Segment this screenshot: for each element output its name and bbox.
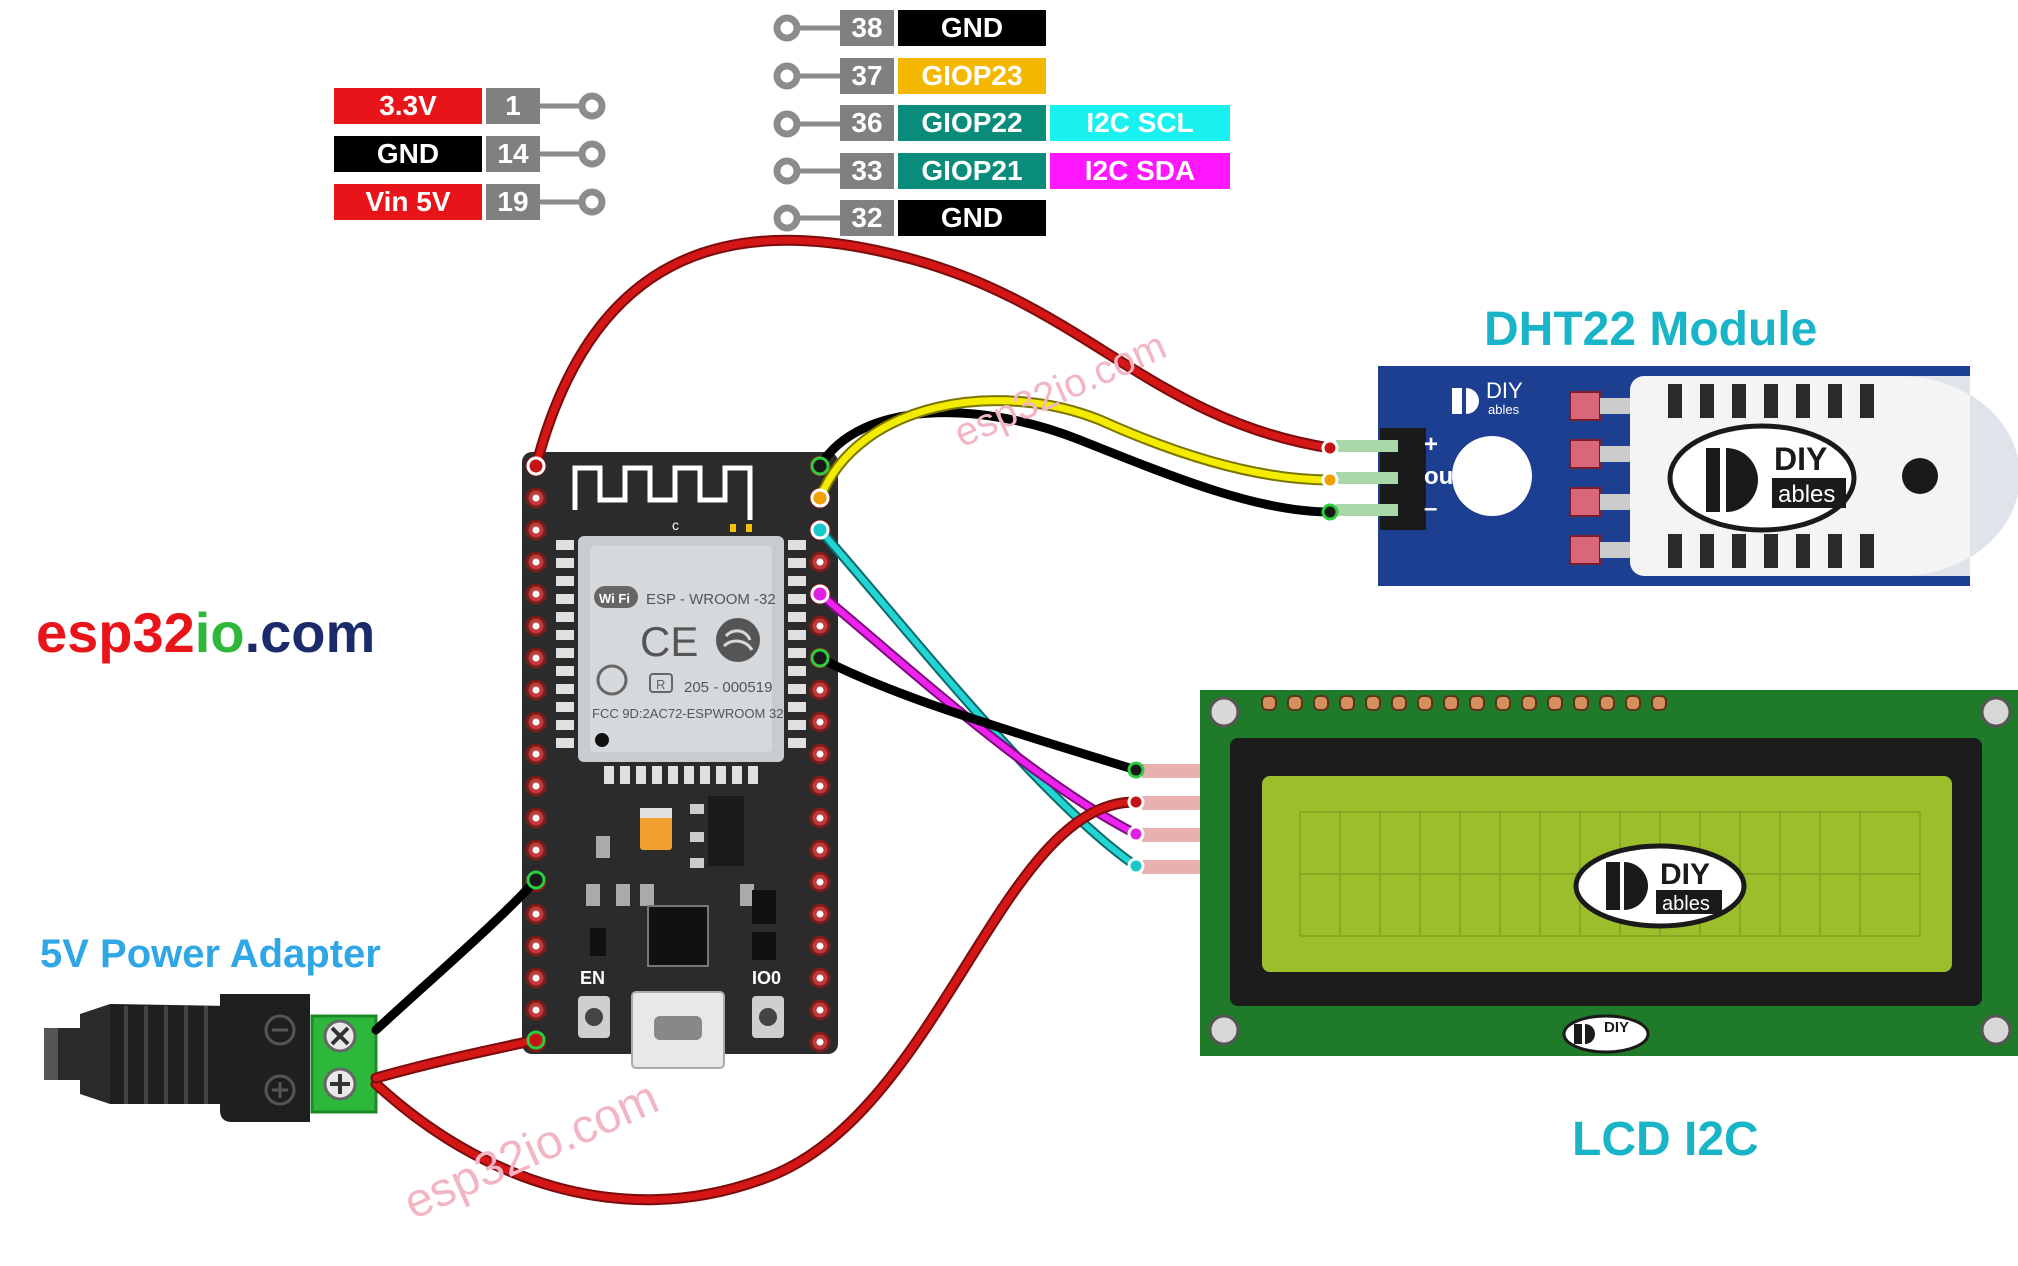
right-pin-name: GIOP23	[898, 57, 1046, 94]
left-pin-name: Vin 5V	[334, 184, 482, 220]
svg-text:R: R	[656, 677, 665, 692]
header-pin-hole	[532, 654, 540, 662]
right-pin-number: 32	[840, 200, 894, 236]
header-pin-hole	[532, 526, 540, 534]
header-pin-hole	[816, 1038, 824, 1046]
svg-text:ables: ables	[1662, 893, 1710, 915]
wifi-icon	[594, 586, 638, 608]
header-pin-hole	[532, 910, 540, 918]
dht22-module: DIY ables DIY ables + out –	[1336, 366, 2018, 586]
header-pin-hole	[532, 1006, 540, 1014]
header-pin-hole	[532, 782, 540, 790]
header-pin-hole	[816, 558, 824, 566]
brand-part-io: io	[194, 601, 245, 664]
header-pin-hole	[816, 622, 824, 630]
right-pin-name: GND	[898, 200, 1046, 236]
header-pin-hole	[816, 910, 824, 918]
left-pin-name: 3.3V	[334, 88, 482, 124]
lcd-i2c-module: DIY ables DIY	[1142, 690, 2018, 1056]
right-pin-name: GIOP21	[898, 152, 1046, 189]
brand-logo: esp32io.com	[36, 600, 375, 665]
header-pin-hole	[816, 974, 824, 982]
left-pin-number: 1	[486, 88, 540, 124]
header-pin-hole	[532, 622, 540, 630]
right-pin-function: I2C SDA	[1050, 152, 1230, 189]
esp-r-code: 205 - 000519	[684, 679, 772, 696]
power-adapter	[44, 994, 378, 1122]
brand-part-esp: esp	[36, 601, 133, 664]
header-pin-hole	[816, 814, 824, 822]
svg-text:c: c	[672, 517, 679, 533]
dht22-title: DHT22 Module	[1484, 303, 1818, 356]
right-pin-function: I2C SCL	[1050, 105, 1230, 141]
esp-en-label: EN	[580, 968, 605, 988]
wire-gnd-dht-minus	[815, 408, 1335, 517]
right-pin-connectors	[794, 25, 840, 221]
esp32-board: c Wi Fi ESP - WROOM -32 CE R 205 - 00051…	[522, 452, 838, 1069]
header-pin-hole	[532, 942, 540, 950]
header-pin-hole	[532, 846, 540, 854]
svg-text:DIY: DIY	[1660, 858, 1710, 891]
header-pin-hole	[816, 878, 824, 886]
header-pin-hole	[532, 494, 540, 502]
dht-pin-minus: –	[1424, 495, 1437, 522]
header-pin-hole	[532, 558, 540, 566]
wireless-icon	[716, 618, 760, 662]
dht-pin-out: out	[1424, 463, 1461, 490]
brand-part-32: 32	[132, 601, 195, 664]
dht-logo-bottom: ables	[1778, 481, 1835, 508]
header-pin-hole	[816, 1006, 824, 1014]
svg-text:ables: ables	[1488, 402, 1520, 417]
header-pin-hole	[816, 942, 824, 950]
dht-logo-top: DIY	[1774, 441, 1827, 477]
svg-text:DIY: DIY	[1604, 1019, 1629, 1036]
header-pin-hole	[532, 686, 540, 694]
right-pin-number: 38	[840, 10, 894, 46]
left-pin-dots	[578, 92, 606, 216]
right-pin-dots	[773, 14, 801, 232]
right-pin-number: 33	[840, 152, 894, 189]
dht-pin-plus: +	[1424, 431, 1438, 458]
header-pin-hole	[532, 590, 540, 598]
left-pin-connectors	[536, 103, 585, 205]
header-pin-hole	[816, 846, 824, 854]
left-pin-number: 19	[486, 184, 540, 220]
right-pin-name: GIOP22	[898, 105, 1046, 141]
header-pin-hole	[532, 750, 540, 758]
right-pin-number: 36	[840, 105, 894, 141]
ce-mark-icon: CE	[640, 618, 698, 665]
wire-gnd-lcd	[815, 653, 1141, 775]
right-pin-number: 37	[840, 57, 894, 94]
power-adapter-title: 5V Power Adapter	[40, 932, 381, 976]
wire-adapter-gnd	[371, 875, 541, 1035]
left-pin-name: GND	[334, 136, 482, 172]
wire-giop23-dht-out	[814, 395, 1336, 504]
svg-text:DIY: DIY	[1486, 378, 1523, 403]
header-pin-hole	[532, 814, 540, 822]
header-pin-hole	[532, 974, 540, 982]
svg-text:Wi Fi: Wi Fi	[599, 591, 630, 606]
header-pin-hole	[816, 750, 824, 758]
brand-part-com: .com	[244, 601, 376, 664]
esp-model-label: ESP - WROOM -32	[646, 591, 776, 608]
header-pin-hole	[816, 718, 824, 726]
esp-fcc: FCC 9D:2AC72-ESPWROOM 32	[592, 706, 783, 721]
esp-io0-label: IO0	[752, 968, 781, 988]
header-pin-hole	[816, 782, 824, 790]
lcd-title: LCD I2C	[1572, 1113, 1759, 1166]
wires	[370, 234, 1336, 1206]
antenna-icon	[572, 465, 753, 520]
left-pin-number: 14	[486, 136, 540, 172]
header-pin-hole	[532, 718, 540, 726]
wire-ends	[526, 439, 1339, 1050]
right-pin-name: GND	[898, 10, 1046, 46]
header-pin-hole	[816, 686, 824, 694]
